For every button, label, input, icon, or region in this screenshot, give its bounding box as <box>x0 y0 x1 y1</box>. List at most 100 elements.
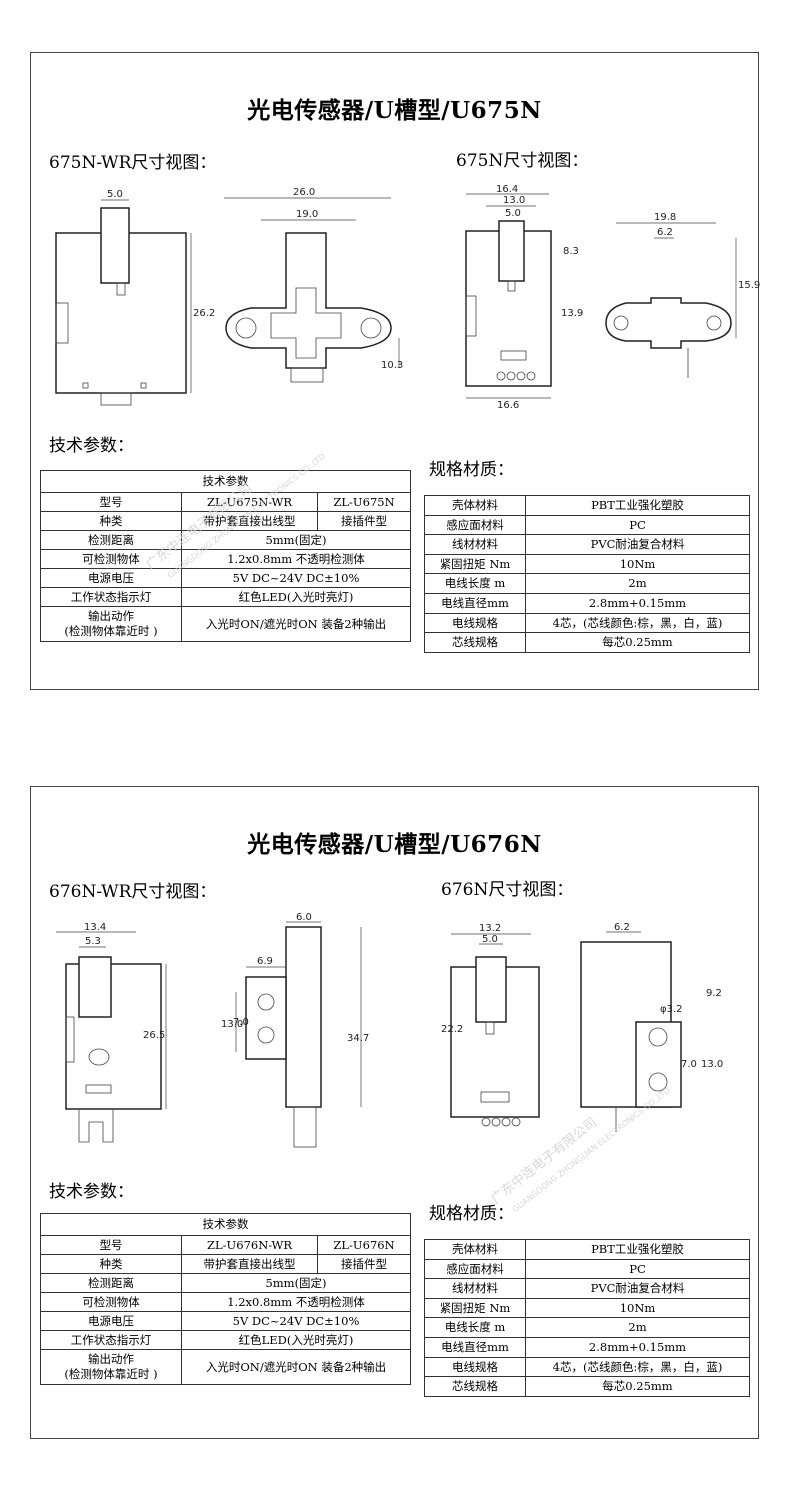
dim-label: 13.9 <box>561 308 583 319</box>
dim-label: 5.3 <box>85 936 101 947</box>
sensor-slot <box>475 956 507 1023</box>
dim-label: 15.9 <box>738 280 760 291</box>
mount-hole <box>706 315 722 331</box>
spec-heading: 规格材质： <box>429 1204 514 1224</box>
mount-bracket <box>245 976 287 1060</box>
sensor-slot <box>498 220 525 282</box>
dim-label: 16.4 <box>496 184 518 195</box>
mount-hole <box>257 1026 275 1044</box>
dim-label: 13.2 <box>479 923 501 934</box>
dim-label: 34.7 <box>347 1033 369 1044</box>
dim-label: 19.8 <box>654 212 676 223</box>
table-caption: 技术参数 <box>40 1213 411 1236</box>
mount-hole <box>257 993 275 1011</box>
tech-params-heading: 技术参数： <box>49 1182 134 1202</box>
view-label-left: 675N-WR尺寸视图： <box>49 153 217 173</box>
dim-label: 13.0 <box>503 195 525 206</box>
dim-label: 13.0 <box>701 1059 723 1070</box>
mount-hole <box>235 317 257 339</box>
product-panel-u675n: 光电传感器/U槽型/U675N 675N-WR尺寸视图： 675N尺寸视图： 5… <box>30 52 760 690</box>
dim-label: 26.0 <box>293 187 315 198</box>
dim-label: 19.0 <box>296 209 318 220</box>
drawing-676n-side: 6.2 9.2 φ3.2 7.0 13.0 <box>580 922 723 1132</box>
dim-label: 5.0 <box>107 189 123 200</box>
dim-label: 13.0 <box>221 1019 243 1030</box>
mount-flange <box>225 232 392 369</box>
dim-label: φ3.2 <box>660 1004 683 1015</box>
mount-bracket <box>635 1021 682 1108</box>
view-label-right: 675N尺寸视图： <box>456 151 589 171</box>
dim-label: 6.0 <box>296 912 312 923</box>
dim-label: 22.2 <box>441 1024 463 1035</box>
dim-label: 13.4 <box>84 922 106 933</box>
sensor-slot <box>100 207 130 284</box>
table-row: 种类带护套直接出线型接插件型 <box>40 1254 411 1274</box>
table-row: 工作状态指示灯红色LED(入光时亮灯) <box>40 587 411 607</box>
dim-label: 7.0 <box>681 1059 697 1070</box>
dim-label: 6.2 <box>614 922 630 933</box>
sensor-slot <box>78 956 112 1018</box>
panel-title: 光电传感器/U槽型/U676N <box>247 831 542 858</box>
table-row: 工作状态指示灯红色LED(入光时亮灯) <box>40 1330 411 1350</box>
spec-heading: 规格材质： <box>429 460 514 480</box>
drawing-675n-front: 16.4 13.0 5.0 8.3 13.9 16.6 <box>465 184 583 411</box>
tech-params-heading: 技术参数： <box>49 436 134 456</box>
drawing-675n-bottom: 19.8 6.2 15.9 <box>605 212 760 378</box>
dim-label: 8.3 <box>563 246 579 257</box>
dim-label: 7.0 <box>233 1017 249 1028</box>
dim-label: 5.0 <box>505 208 521 219</box>
view-label-left: 676N-WR尺寸视图： <box>49 882 217 902</box>
sensor-body <box>285 926 322 1108</box>
table-row: 芯线规格每芯0.25mm <box>424 632 750 653</box>
table-row: 输出动作(检测物体靠近时 )入光时ON/遮光时ON 装备2种输出 <box>40 1349 411 1385</box>
dim-label: 26.2 <box>193 308 215 319</box>
table-row: 芯线规格每芯0.25mm <box>424 1376 750 1397</box>
product-panel-u676n: 光电传感器/U槽型/U676N 676N-WR尺寸视图： 676N尺寸视图： 1… <box>30 786 759 1439</box>
drawing-675n-wr-front: 5.0 26.2 <box>55 189 215 406</box>
dim-label: 26.5 <box>143 1030 165 1041</box>
view-label-right: 676N尺寸视图： <box>441 880 574 900</box>
dim-label: 10.3 <box>381 360 403 371</box>
drawing-676n-wr-side: 6.0 6.9 13.0 7.0 34.7 <box>221 912 369 1148</box>
mount-flange <box>605 297 732 349</box>
drawing-675n-wr-bottom: 26.0 19.0 10.3 <box>224 187 403 383</box>
table-caption: 技术参数 <box>40 470 411 493</box>
dim-label: 6.9 <box>257 956 273 967</box>
mount-hole <box>648 1072 668 1092</box>
drawing-676n-wr-front: 13.4 5.3 26.5 <box>56 922 167 1143</box>
dim-label: 16.6 <box>497 400 519 411</box>
mount-hole <box>360 317 382 339</box>
mount-hole <box>613 315 629 331</box>
dim-label: 6.2 <box>657 227 673 238</box>
dim-label: 5.0 <box>482 934 498 945</box>
drawing-676n-front: 13.2 5.0 22.2 <box>441 923 540 1127</box>
dim-label: 9.2 <box>706 988 722 999</box>
table-row: 输出动作(检测物体靠近时 )入光时ON/遮光时ON 装备2种输出 <box>40 606 411 642</box>
mount-hole <box>648 1027 668 1047</box>
